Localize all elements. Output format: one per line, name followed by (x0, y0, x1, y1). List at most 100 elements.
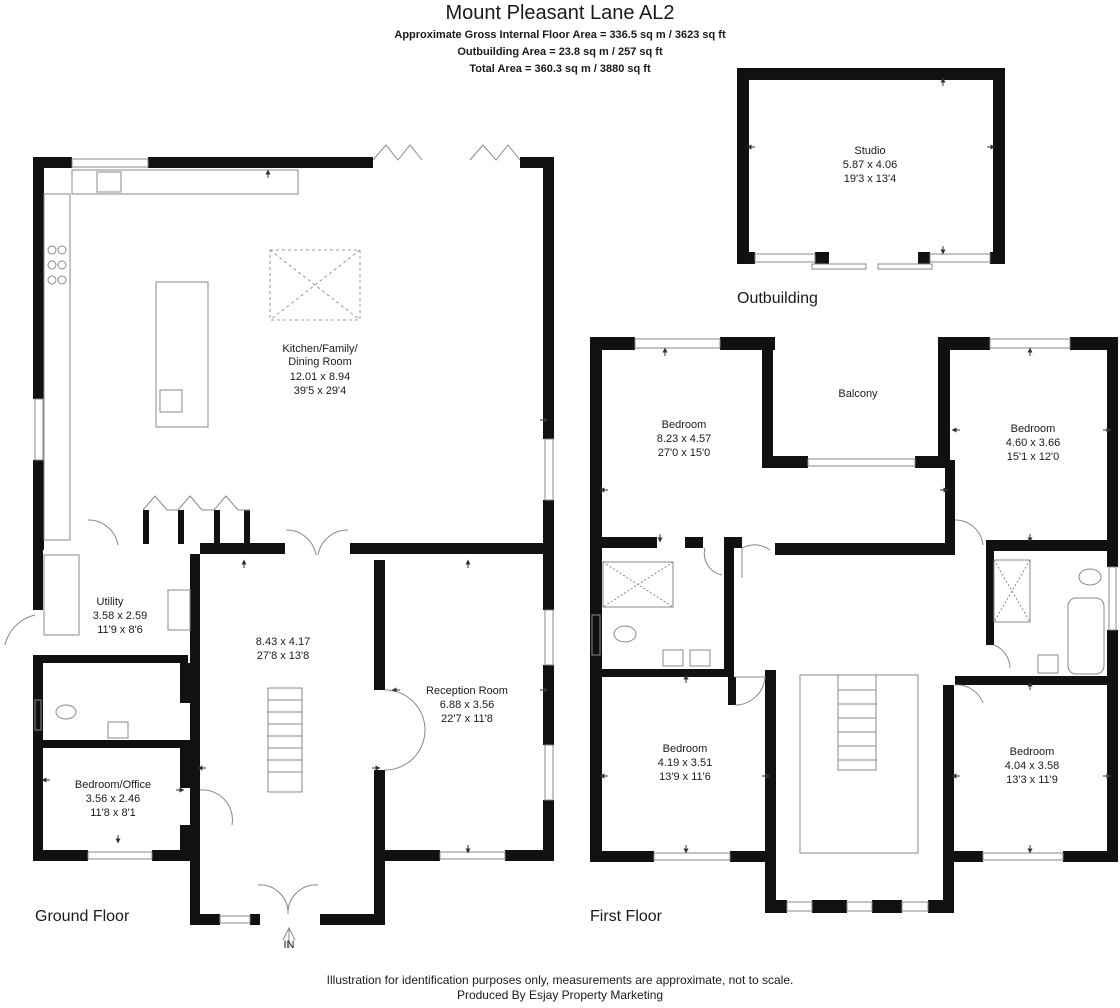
wall (180, 748, 190, 788)
wall (214, 510, 220, 544)
hob-icon (47, 260, 57, 270)
sink-icon (96, 171, 122, 193)
window (71, 158, 149, 168)
window (544, 438, 554, 501)
bedroom4-imperial: 13'3 x 11'9 (1006, 774, 1058, 786)
bedroom2-imperial: 15'1 x 12'0 (1007, 451, 1060, 463)
wall (990, 540, 1118, 551)
wall (320, 914, 375, 925)
wall (762, 337, 773, 467)
wall (943, 851, 983, 862)
island-sink-icon (159, 389, 183, 413)
utility-imperial: 11'9 x 8'6 (97, 624, 143, 636)
bedroom1-imperial: 27'0 x 15'0 (658, 447, 711, 459)
wall (33, 157, 72, 168)
reception-label: Reception Room (426, 685, 508, 697)
kitchen-island (155, 281, 209, 428)
reception-imperial: 22'7 x 11'8 (441, 713, 493, 725)
wall (812, 900, 847, 913)
outbuilding-plan (737, 68, 1005, 264)
shower-icon (993, 559, 1031, 623)
wall (986, 676, 1118, 685)
wall (148, 157, 373, 168)
staircase-icon (267, 687, 303, 793)
disclaimer-text: Illustration for identification purposes… (326, 973, 794, 987)
wall (737, 252, 755, 264)
window (929, 253, 991, 263)
balcony-door (807, 458, 916, 467)
wall (33, 850, 88, 861)
bifold-door (372, 144, 423, 161)
glazed-door (811, 263, 867, 270)
wall (990, 252, 1005, 264)
window (846, 901, 873, 912)
wall (543, 157, 554, 439)
toilet-icon (613, 625, 637, 643)
reception-metric: 6.88 x 3.56 (440, 699, 494, 711)
wall (250, 914, 260, 925)
wall (762, 456, 808, 468)
kitchen-imperial: 39'5 x 29'4 (294, 385, 347, 397)
wall (918, 252, 930, 264)
basin-icon (107, 721, 129, 739)
wall (602, 537, 657, 548)
wall (915, 456, 950, 468)
door-swing (87, 519, 119, 546)
ground-floor-plan (33, 157, 554, 925)
wall (955, 676, 990, 685)
window (982, 852, 1064, 861)
utility-metric: 3.58 x 2.59 (93, 610, 147, 622)
door-swing (741, 544, 771, 551)
wall (543, 665, 554, 745)
toilet-icon (1078, 568, 1102, 586)
wall (737, 68, 749, 264)
wall (374, 560, 385, 690)
window (634, 338, 721, 349)
window (439, 851, 506, 860)
wall (200, 543, 285, 554)
front-door-swing (257, 884, 289, 915)
wall (1107, 630, 1118, 862)
wall (602, 669, 734, 677)
wall (765, 900, 787, 913)
pantry-doors (142, 495, 250, 511)
outbuilding-fittings (754, 253, 991, 270)
bedroom2-label: Bedroom (1011, 423, 1056, 435)
wall (180, 825, 190, 861)
wall (1070, 337, 1118, 350)
bifold-door (469, 144, 521, 161)
bedroom-office-imperial: 11'8 x 8'1 (90, 807, 136, 819)
wall (178, 510, 184, 544)
basin-icon (1037, 654, 1059, 674)
stairwell-void (799, 674, 919, 854)
plan-title: Mount Pleasant Lane AL2 (445, 2, 675, 24)
hob-icon (47, 245, 57, 255)
bedroom2-metric: 4.60 x 3.66 (1006, 437, 1060, 449)
wall (520, 157, 554, 168)
hob-icon (47, 275, 57, 285)
basin-icon (689, 649, 711, 667)
bedroom-office-label: Bedroom/Office (75, 779, 151, 791)
kitchen-metric: 12.01 x 8.94 (290, 371, 351, 383)
window (544, 744, 554, 801)
door-swing (317, 529, 349, 556)
bedroom3-label: Bedroom (663, 743, 708, 755)
wall (143, 510, 149, 544)
wall (33, 655, 188, 663)
bath-icon (1067, 597, 1105, 675)
front-door-swing (287, 884, 319, 915)
outbuilding-area-text: Outbuilding Area = 23.8 sq m / 257 sq ft (457, 46, 663, 58)
wall (728, 677, 736, 705)
wall (33, 460, 44, 550)
window (591, 614, 601, 656)
door-swing (4, 614, 36, 646)
balcony-label: Balcony (838, 388, 878, 400)
utility-sink-icon (167, 589, 191, 631)
window (34, 398, 44, 461)
window (219, 915, 251, 924)
wall (350, 543, 554, 554)
wall (724, 537, 742, 548)
producer-text: Produced By Esjay Property Marketing (456, 988, 664, 1002)
window (34, 699, 42, 731)
ground-floor-label: Ground Floor (35, 908, 130, 925)
